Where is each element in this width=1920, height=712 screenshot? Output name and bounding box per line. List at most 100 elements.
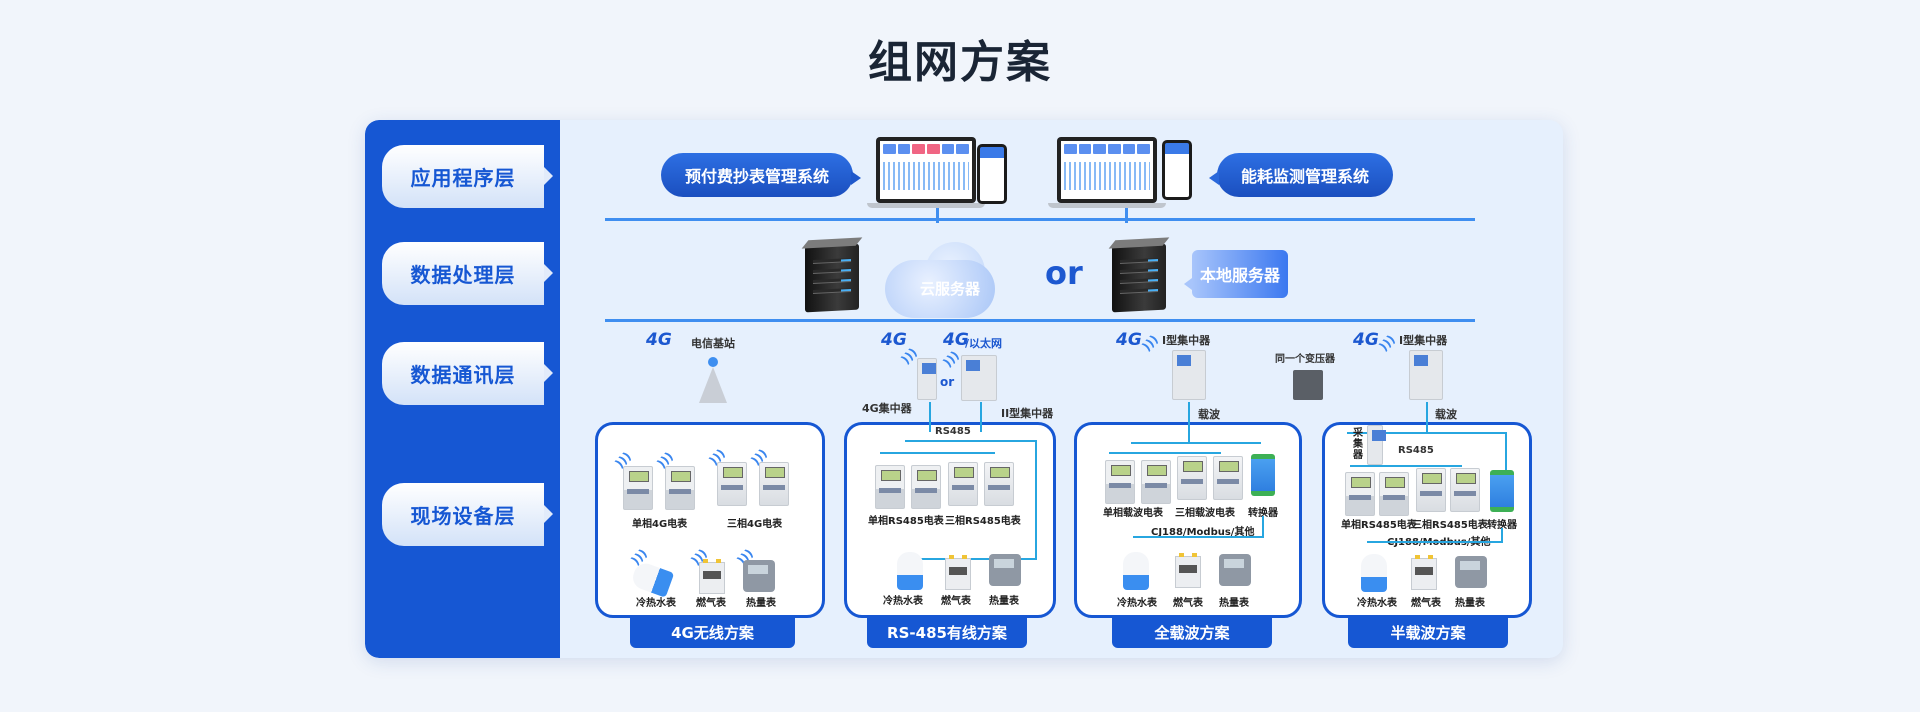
ii-concentrator-icon: [961, 355, 997, 401]
converter-icon: [1251, 454, 1275, 496]
bus-line: [1426, 402, 1428, 432]
meter-label: 冷热水表: [1117, 598, 1157, 609]
i-concentrator-label: I型集中器: [1399, 334, 1448, 347]
bus-line: [1109, 452, 1221, 454]
converter-label: 转换器: [1248, 508, 1278, 519]
bus-line: [1133, 536, 1264, 538]
bus-line: [1131, 442, 1261, 444]
connector: [1125, 208, 1128, 223]
4g-concentrator-label: 4G集中器: [862, 402, 912, 415]
phone-app-icon: [1162, 140, 1192, 200]
cloud-server-icon: [805, 243, 859, 313]
layer-application: 应用程序层: [382, 145, 553, 208]
carrier-label: 载波: [1198, 408, 1220, 421]
meter-label: 单相RS485电表: [1341, 520, 1417, 531]
4g-icon: 4G: [881, 330, 907, 350]
prepaid-metering-system-badge: 预付费抄表管理系统: [661, 153, 861, 197]
single-phase-meter-icon: [875, 465, 905, 509]
bus-line: [910, 558, 1037, 560]
cloud-icon: [885, 260, 995, 318]
rs485-label: RS485: [935, 426, 971, 437]
bus-line: [1347, 432, 1507, 434]
water-meter-icon: [1123, 552, 1149, 590]
scheme-4g-label: 4G无线方案: [630, 616, 795, 648]
three-phase-meter-icon: [759, 462, 789, 506]
meter-label: 热量表: [989, 596, 1019, 607]
network-diagram: 应用程序层 数据处理层 数据通讯层 现场设备层 预付费抄表管理系统 能耗监测管理…: [365, 120, 1563, 658]
signal-tower-icon: [699, 367, 727, 403]
layer-communication: 数据通讯层: [382, 342, 553, 405]
meter-label: 单相RS485电表: [868, 516, 944, 527]
4g-icon: 4G: [1353, 330, 1379, 350]
single-phase-meter-icon: [1141, 460, 1171, 504]
4g-icon: 4G: [943, 330, 969, 350]
transformer-label: 同一个变压器: [1275, 354, 1335, 365]
wifi-icon: ))): [940, 348, 962, 370]
laptop-base: [1048, 203, 1166, 208]
scheme-full-carrier-label: 全载波方案: [1112, 616, 1272, 648]
single-phase-meter-icon: [1379, 472, 1409, 516]
single-phase-meter-icon: [911, 465, 941, 509]
bus-line: [1188, 402, 1190, 442]
page-title: 组网方案: [868, 37, 1052, 88]
meter-label: 燃气表: [1411, 598, 1441, 609]
i-concentrator-icon: [1409, 350, 1443, 400]
three-phase-meter-icon: [1450, 468, 1480, 512]
scheme-half-carrier-label: 半载波方案: [1348, 616, 1508, 648]
heat-meter-icon: [1219, 554, 1251, 586]
heat-meter-icon: [989, 554, 1021, 586]
three-phase-meter-icon: [984, 462, 1014, 506]
phone-app-icon: [977, 144, 1007, 204]
three-phase-meter-icon: [717, 462, 747, 506]
local-server-badge: 本地服务器: [1184, 250, 1288, 298]
transformer-icon: [1293, 370, 1323, 400]
single-phase-meter-icon: [665, 466, 695, 510]
heat-meter-icon: [743, 560, 775, 592]
three-phase-meter-icon: [1177, 456, 1207, 500]
or-label: or: [1045, 254, 1083, 292]
laptop-dashboard-icon: [876, 137, 976, 203]
i-concentrator-icon: [1172, 350, 1206, 400]
bus-line: [929, 402, 931, 432]
water-meter-icon: [1361, 554, 1387, 592]
meter-label: 冷热水表: [883, 596, 923, 607]
bus-line: [1501, 528, 1503, 542]
wifi-icon: ))): [1376, 332, 1398, 354]
local-server-icon: [1112, 243, 1166, 313]
bus-line: [1505, 432, 1507, 470]
single-phase-meter-icon: [1345, 472, 1375, 516]
bus-line: [905, 440, 1037, 442]
meter-label: 燃气表: [1173, 598, 1203, 609]
collector-label: 采集器: [1353, 428, 1363, 461]
rs485-label: RS485: [1398, 445, 1434, 456]
ethernet-label: /以太网: [965, 337, 1003, 350]
single-phase-meter-icon: [623, 466, 653, 510]
carrier-label: 载波: [1435, 408, 1457, 421]
gas-meter-icon: [1175, 553, 1201, 588]
base-station-label: 电信基站: [691, 337, 735, 350]
4g-concentrator-icon: [917, 358, 937, 400]
meter-label: 燃气表: [696, 598, 726, 609]
bus-line: [980, 402, 982, 432]
water-meter-icon: [897, 552, 923, 590]
meter-label: 热量表: [1455, 598, 1485, 609]
connector: [936, 208, 939, 223]
or-label: or: [940, 375, 955, 389]
layer-field-devices: 现场设备层: [382, 483, 553, 546]
meter-label: 三相RS485电表: [945, 516, 1021, 527]
meter-label: 单相载波电表: [1103, 508, 1163, 519]
layer-processing: 数据处理层: [382, 242, 553, 305]
meter-label: 热量表: [1219, 598, 1249, 609]
wifi-icon: ))): [1139, 332, 1161, 354]
4g-icon: 4G: [646, 330, 672, 350]
three-phase-meter-icon: [1416, 468, 1446, 512]
bus-line: [1367, 541, 1503, 543]
layer-sidebar: 应用程序层 数据处理层 数据通讯层 现场设备层: [365, 120, 560, 658]
meter-label: 冷热水表: [636, 598, 676, 609]
energy-monitoring-system-badge: 能耗监测管理系统: [1209, 153, 1393, 197]
converter-label: 转换器: [1487, 520, 1517, 531]
divider-line: [605, 319, 1475, 322]
bus-line: [880, 452, 995, 454]
meter-label: 热量表: [746, 598, 776, 609]
gas-meter-icon: [699, 559, 725, 594]
